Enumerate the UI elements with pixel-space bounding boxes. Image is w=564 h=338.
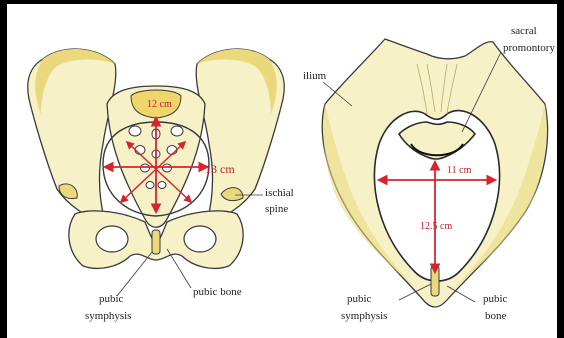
ischial-spine-label: ischial spine bbox=[265, 187, 296, 215]
ilium-label: ilium bbox=[303, 70, 327, 82]
right-obturator-foramen bbox=[184, 226, 216, 252]
left-obturator-foramen bbox=[96, 226, 128, 252]
left-top-measure-label: 12 cm bbox=[147, 99, 172, 110]
right-pubic-symphysis-label: pubic symphysis bbox=[341, 293, 387, 322]
right-pubic-bone-label: pubic bone bbox=[483, 293, 510, 322]
left-pelvis-diagram: 12 cm 13 cm ischial spine pubic bone pub… bbox=[28, 49, 297, 322]
sacral-promontory-label: sacral promontory bbox=[503, 25, 555, 54]
pelvis-illustration: 12 cm 13 cm ischial spine pubic bone pub… bbox=[7, 4, 557, 338]
left-pubic-symphysis bbox=[152, 230, 160, 254]
illustration-canvas: 12 cm 13 cm ischial spine pubic bone pub… bbox=[7, 4, 557, 338]
right-pelvis-diagram: 11 cm 12.5 cm ilium sacral promontory pu… bbox=[303, 25, 555, 322]
right-vertical-measure-label: 12.5 cm bbox=[420, 221, 452, 232]
right-transverse-measure-label: 11 cm bbox=[447, 165, 472, 176]
left-pubic-bone-label: pubic bone bbox=[193, 286, 242, 298]
left-transverse-measure-label: 13 cm bbox=[205, 162, 235, 176]
left-pubic-symphysis-label: pubic symphysis bbox=[85, 293, 131, 322]
